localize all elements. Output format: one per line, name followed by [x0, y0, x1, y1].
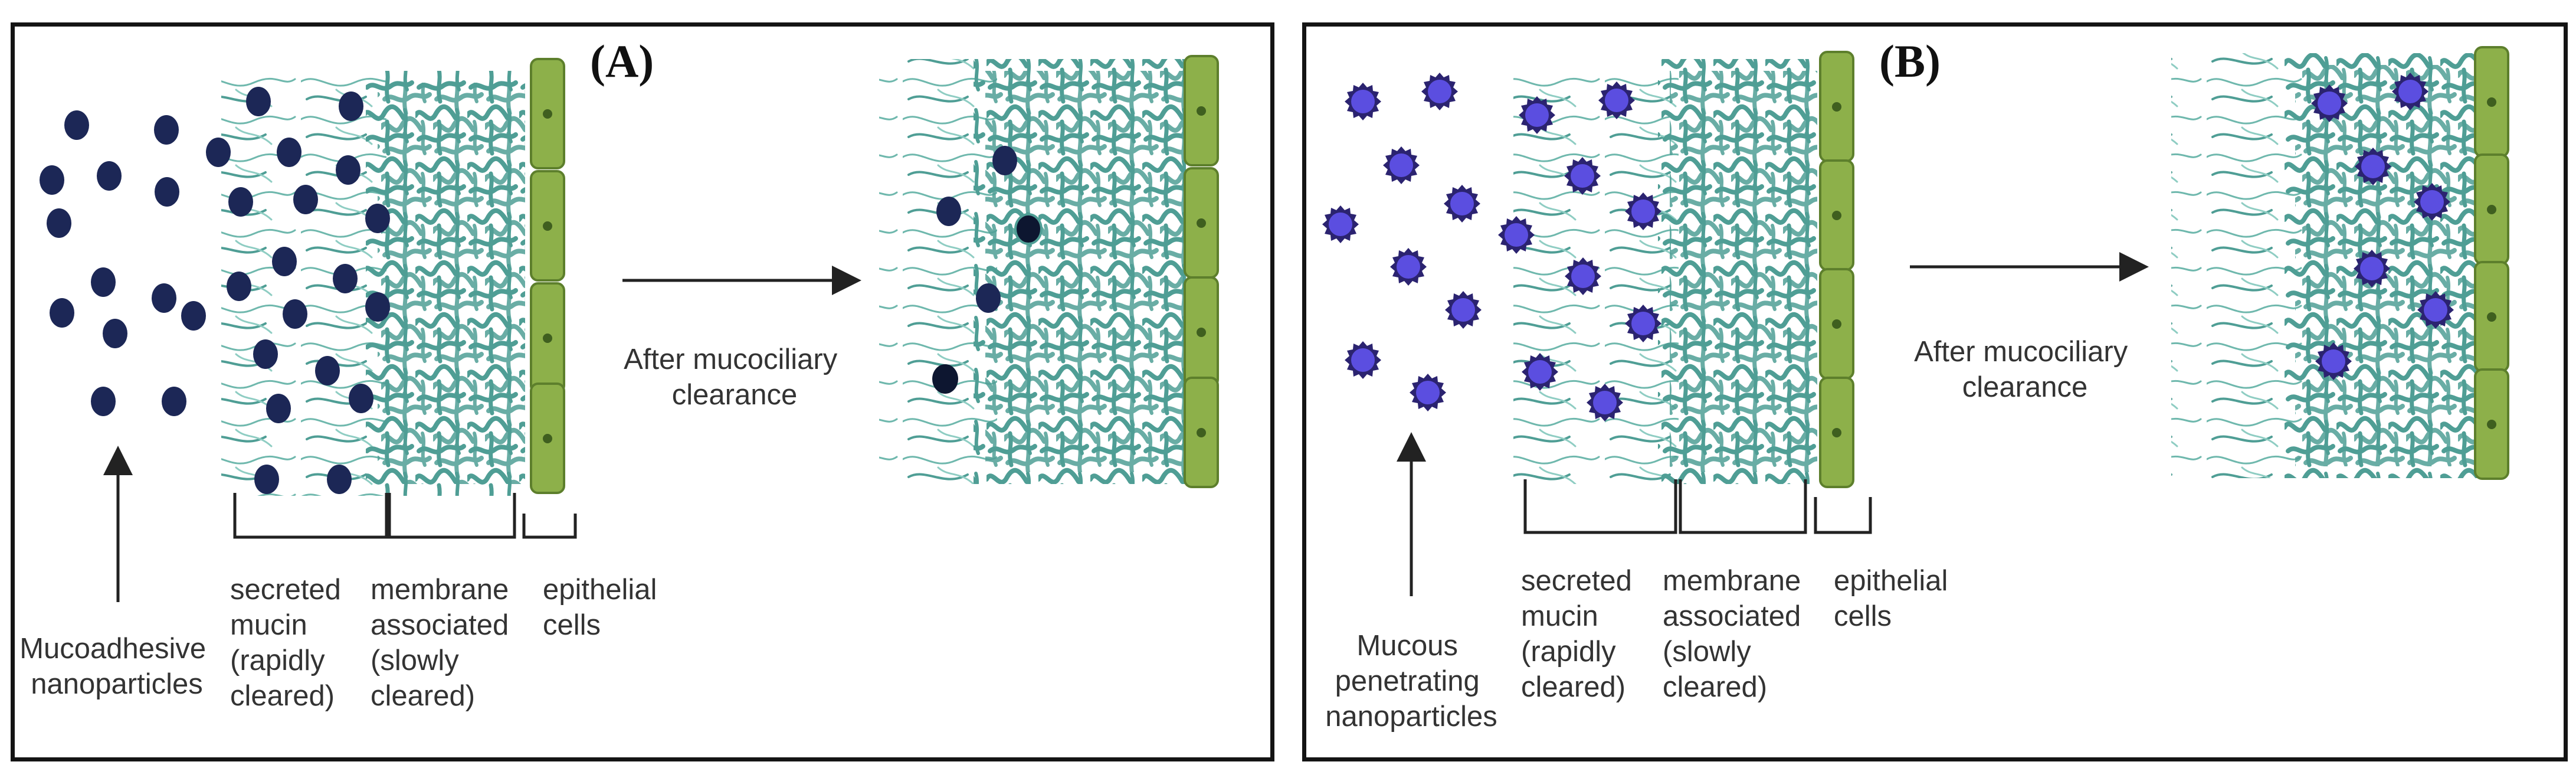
panel-a-title: (A): [590, 35, 654, 87]
mucoadhesive-nanoparticles: [40, 87, 390, 494]
particle-label-b: Mucous penetrating nanoparticles: [1325, 630, 1497, 733]
arrow-label-a: After mucociliary clearance: [624, 344, 845, 411]
secreted-label-b: secreted mucin (rapidly cleared): [1521, 565, 1640, 703]
membrane-label-a: membrane associated (slowly cleared): [371, 574, 517, 712]
epithelial-cells-a-after: [1184, 55, 1219, 488]
secreted-label-a: secreted mucin (rapidly cleared): [230, 574, 349, 712]
arrow-label-b: After mucociliary clearance: [1914, 336, 2136, 403]
particle-label-a: Mucoadhesive nanoparticles: [19, 633, 214, 700]
membrane-label-b: membrane associated (slowly cleared): [1663, 565, 1809, 703]
remaining-mucoadhesive-nanoparticles: [932, 146, 1043, 394]
brackets-b: [1523, 479, 1872, 534]
epithelial-cells-b: [1819, 51, 1854, 488]
epithelial-label-a: epithelial cells: [543, 574, 665, 641]
panel-b-title: (B): [1879, 35, 1941, 87]
epithelial-label-b: epithelial cells: [1834, 565, 1956, 632]
brackets-a: [233, 493, 577, 539]
epithelial-cells-a: [530, 58, 565, 494]
epithelial-cells-b-after: [2474, 46, 2509, 480]
